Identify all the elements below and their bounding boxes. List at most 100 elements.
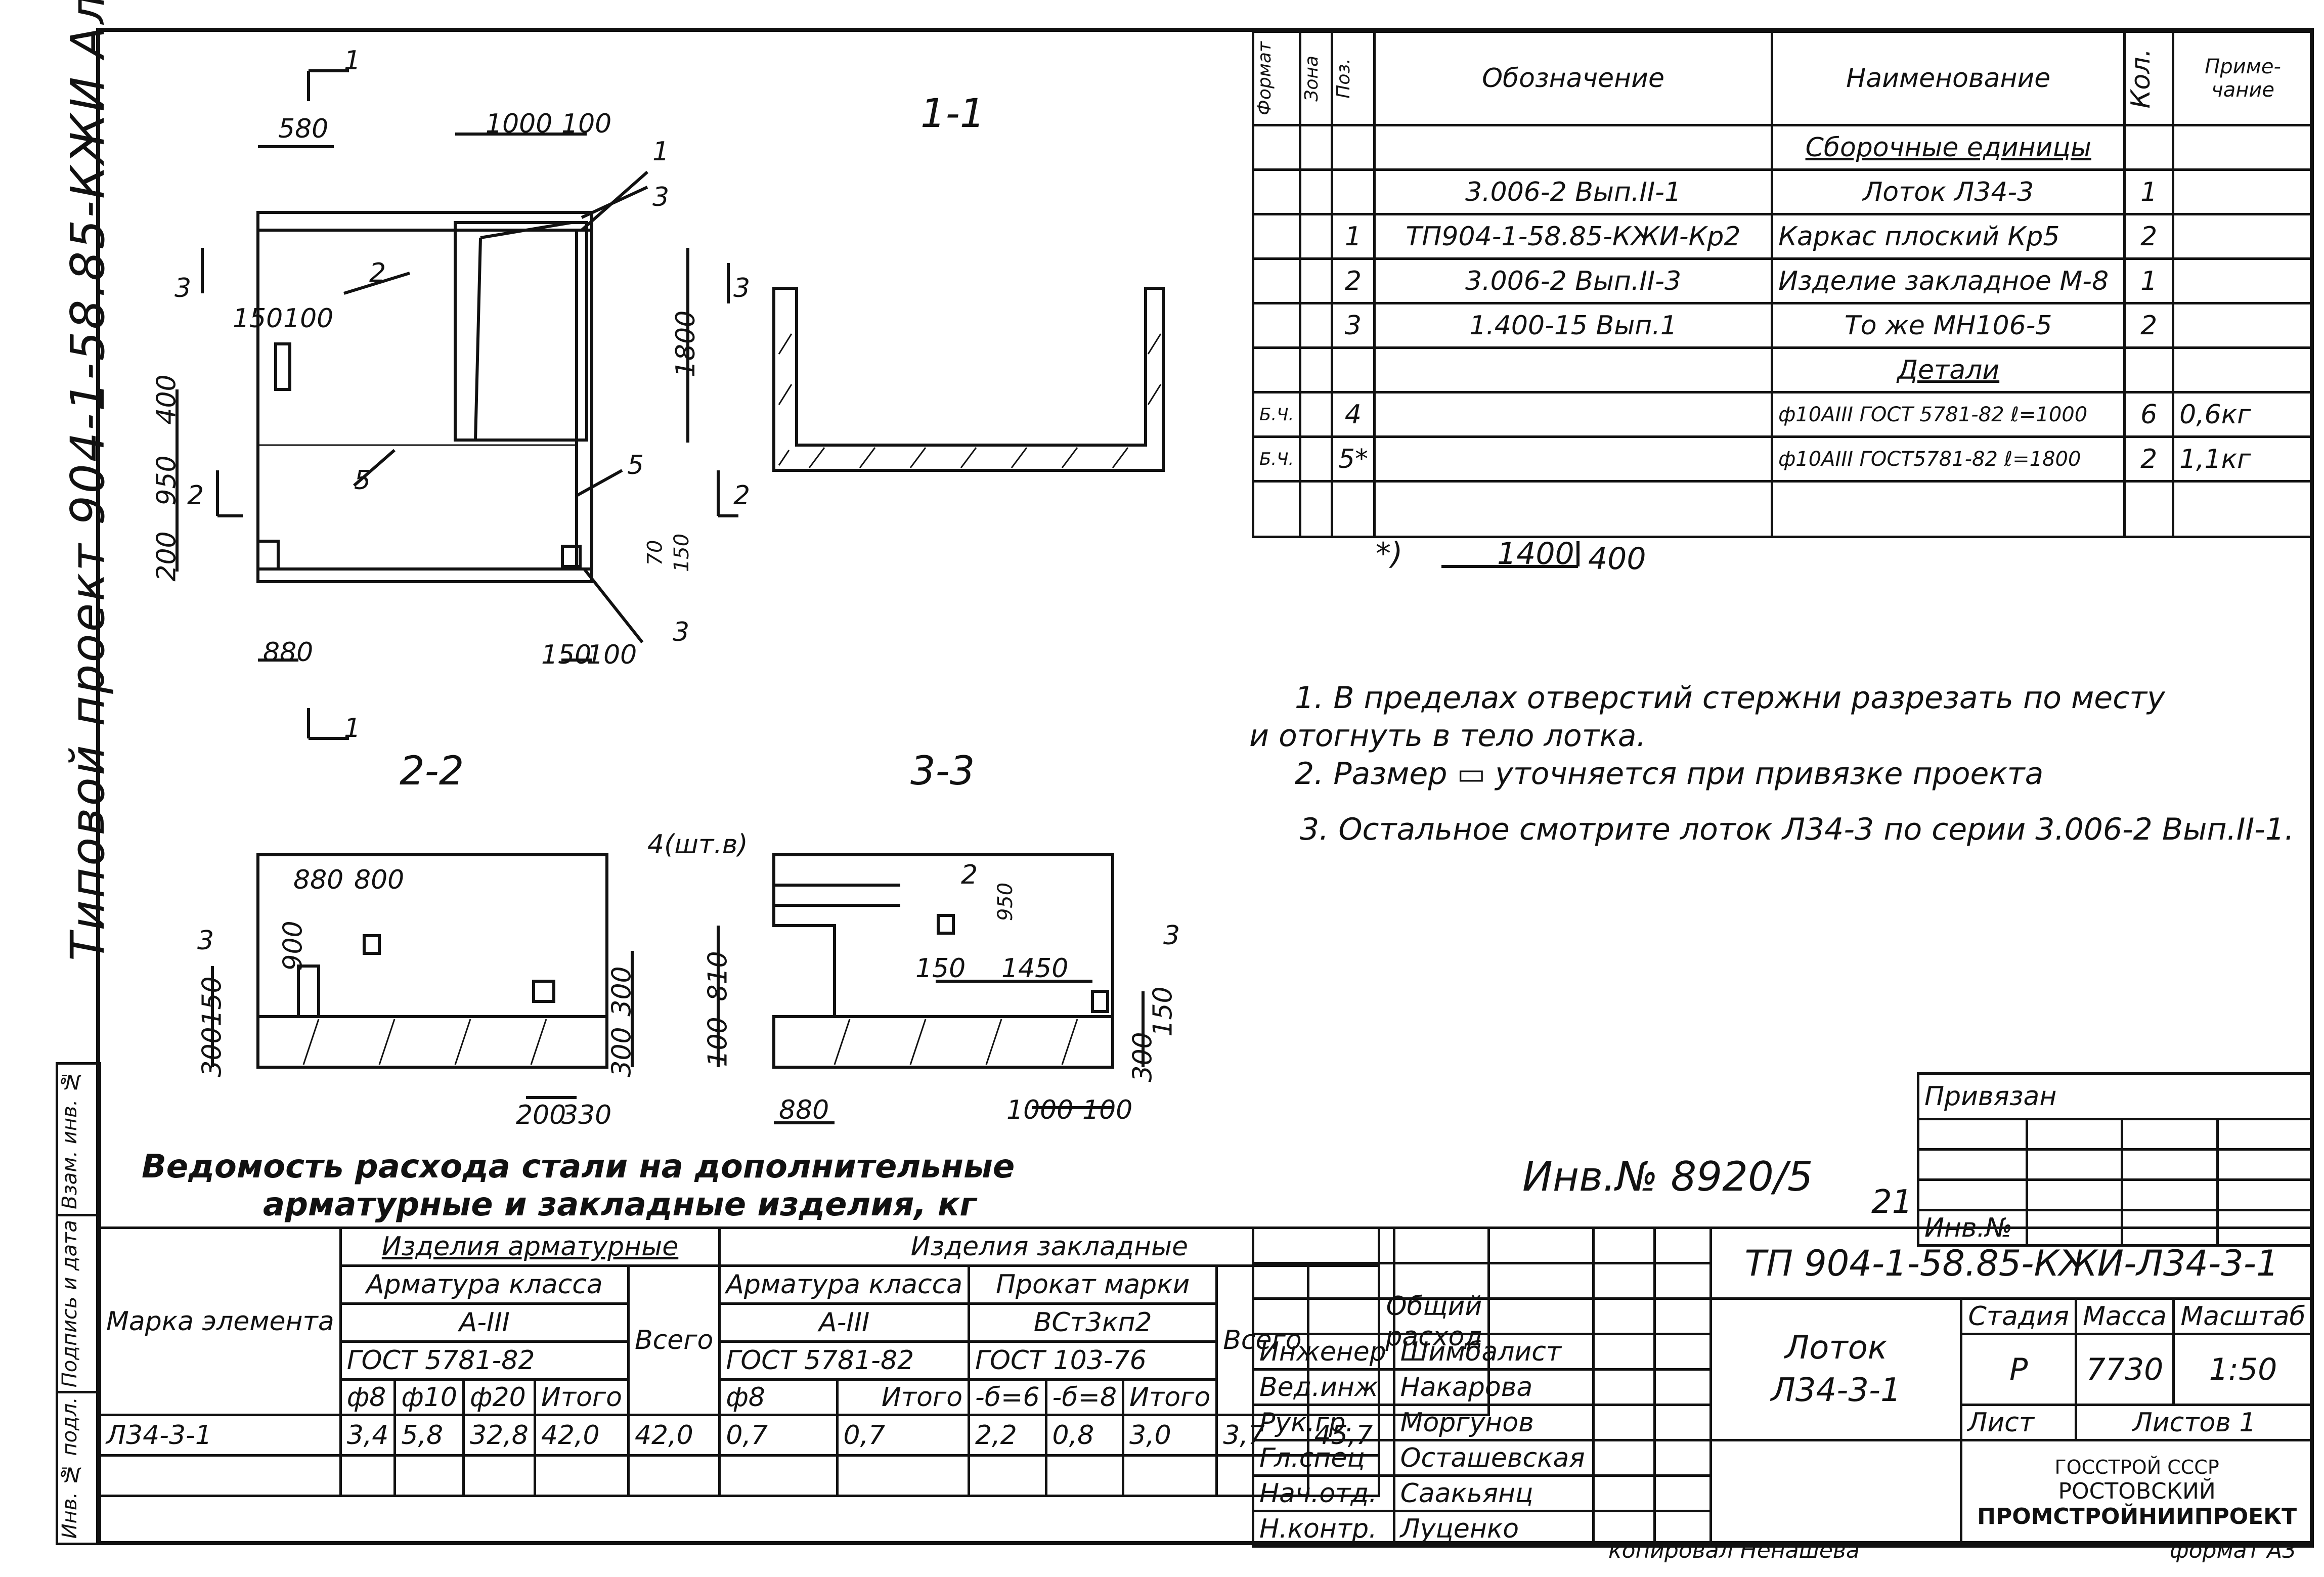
spec-h-zone: Зона (1301, 55, 1323, 102)
cut-2-right: 2 (733, 480, 751, 511)
s33-dim-1000: 1000 (1006, 1095, 1074, 1125)
s33-label-4: 4(шт.в) (647, 829, 748, 860)
plan-outline (256, 211, 593, 583)
cut-3-right: 3 (733, 273, 751, 303)
spec-table: Формат Зона Поз. Обозначение Наименовани… (1251, 30, 2314, 538)
dim-100b: 100 (283, 303, 334, 334)
s22-pos-3: 3 (197, 926, 214, 956)
spec-h-qty: Кол. (2126, 48, 2157, 109)
steel-emb-arm-class: A-III (718, 1302, 971, 1343)
steel-h-emb-arm: Арматура класса (718, 1264, 971, 1305)
spec-h-name: Наименование (1771, 30, 2126, 126)
title-stamp: ТП 904-1-58.85-КЖИ-Л34-3-1 Лоток Л34-3-1… (1252, 1226, 2314, 1548)
dim-880: 880 (263, 637, 314, 668)
s33-dim-880: 880 (779, 1095, 829, 1125)
steel-rolled-grade: ВСт3кп2 (968, 1302, 1218, 1343)
stamp-role: Рук.гр. (1252, 1404, 1395, 1441)
stamp-role: Вед.инж (1252, 1368, 1395, 1406)
s22-dim-300: 300 (197, 1027, 228, 1077)
steel-emb-arm-gost: ГОСТ 5781-82 (718, 1340, 971, 1381)
s33-dim-300: 300 (1127, 1032, 1158, 1082)
dim-200: 200 (151, 531, 182, 582)
plan-pos-3: 3 (652, 182, 670, 212)
stamp-name-2: Л34-3-1 (1771, 1371, 1901, 1409)
sheet-num-hand: 21 (1871, 1184, 1913, 1221)
stamp-scale-h: Масштаб (2172, 1297, 2314, 1335)
s33-pos-3: 3 (1163, 921, 1180, 951)
steel-h-rolled: Прокат марки (968, 1264, 1218, 1305)
dim-100: 100 (561, 109, 612, 139)
binding-block: Привязан Инв.№ (1917, 1072, 2314, 1247)
s33-dim-100b: 100 (703, 1017, 733, 1067)
note-1b: и отогнуть в тело лотка. (1249, 718, 1646, 754)
steel-sh: Итого (836, 1378, 971, 1416)
cut-1-bottom: 1 (344, 713, 361, 743)
steel-arm-class: A-III (339, 1302, 630, 1343)
stamp-person: Осташевская (1392, 1439, 1595, 1477)
dim-70: 70 (643, 540, 667, 566)
copied-by: копировал Ненашева (1608, 1538, 1860, 1563)
cut-2-left: 2 (187, 480, 204, 511)
dim-1000: 1000 (486, 109, 553, 139)
steel-h-total: Всего (627, 1264, 721, 1416)
steel-sh: Итого (533, 1378, 630, 1416)
footnote-d1: 1400 (1497, 536, 1574, 572)
stamp-role: Инженер (1252, 1333, 1395, 1371)
stamp-sheet-h: Лист (1960, 1404, 2078, 1441)
spec-h-des: Обозначение (1373, 30, 1774, 126)
left-strip: Взам. инв. № Подпись и дата Инв. № подл. (56, 1062, 101, 1545)
section-label-1-1: 1-1 (920, 91, 985, 137)
binding-title: Привязан (1917, 1072, 2314, 1120)
s22-dim-900: 900 (278, 921, 309, 971)
stamp-mass: 7730 (2075, 1333, 2175, 1406)
steel-sh: ф8 (718, 1378, 839, 1416)
spec-row: Детали (1251, 346, 2314, 393)
plan-pos-3b: 3 (673, 617, 690, 647)
dim-1800: 1800 (671, 310, 701, 378)
stamp-stage: Р (1960, 1333, 2078, 1406)
plan-pos-5b: 5 (627, 450, 644, 480)
note-2: 2. Размер ▭ уточняется при привязке прое… (1295, 756, 2044, 792)
footnote-mark: *) (1376, 536, 1403, 572)
spec-h-format: Формат (1254, 41, 1275, 116)
stamp-person: Моргунов (1392, 1404, 1595, 1441)
plan-pos-5: 5 (354, 465, 371, 496)
stamp-org-3: ПРОМСТРОЙНИИПРОЕКТ (1977, 1504, 2297, 1530)
section-label-3-3: 3-3 (910, 749, 975, 794)
steel-sh: -б=6 (968, 1378, 1047, 1416)
stamp-role: Н.контр. (1252, 1510, 1395, 1548)
stamp-person: Накарова (1392, 1368, 1595, 1406)
section-1-1 (772, 287, 1165, 472)
stamp-code: ТП 904-1-58.85-КЖИ-Л34-3-1 (1709, 1226, 2314, 1300)
s22-dim-300b: 300 (606, 1027, 637, 1077)
plan-pos-2: 2 (369, 258, 386, 288)
stamp-org-2: РОСТОВСКИЙ (2058, 1478, 2216, 1504)
s33-dim-100: 100 (1082, 1095, 1133, 1125)
section-2-2 (256, 853, 608, 1069)
steel-sh: ф10 (393, 1378, 465, 1416)
cut-1-top: 1 (344, 46, 361, 76)
spec-h-note: Приме-чание (2172, 30, 2314, 126)
steel-arm-gost: ГОСТ 5781-82 (339, 1340, 630, 1381)
section-label-2-2: 2-2 (400, 749, 464, 794)
spec-row: Сборочные единицы (1251, 124, 2314, 171)
inv-number: Инв.№ 8920/5 (1522, 1153, 1813, 1200)
stamp-scale: 1:50 (2172, 1333, 2314, 1406)
steel-h-mark: Марка элемента (99, 1226, 342, 1416)
dim-100c: 100 (587, 640, 637, 670)
spec-h-pos: Поз. (1333, 58, 1354, 99)
steel-rolled-gost: ГОСТ 103-76 (968, 1340, 1218, 1381)
stamp-role: Гл.спец (1252, 1439, 1395, 1477)
spec-row-empty (1251, 480, 2314, 538)
dim-150: 150 (233, 303, 283, 334)
s22-dim-800: 800 (354, 865, 405, 895)
s33-dim-1450: 1450 (1001, 953, 1069, 984)
dim-150b: 150 (541, 640, 592, 670)
dim-950: 950 (151, 455, 182, 506)
